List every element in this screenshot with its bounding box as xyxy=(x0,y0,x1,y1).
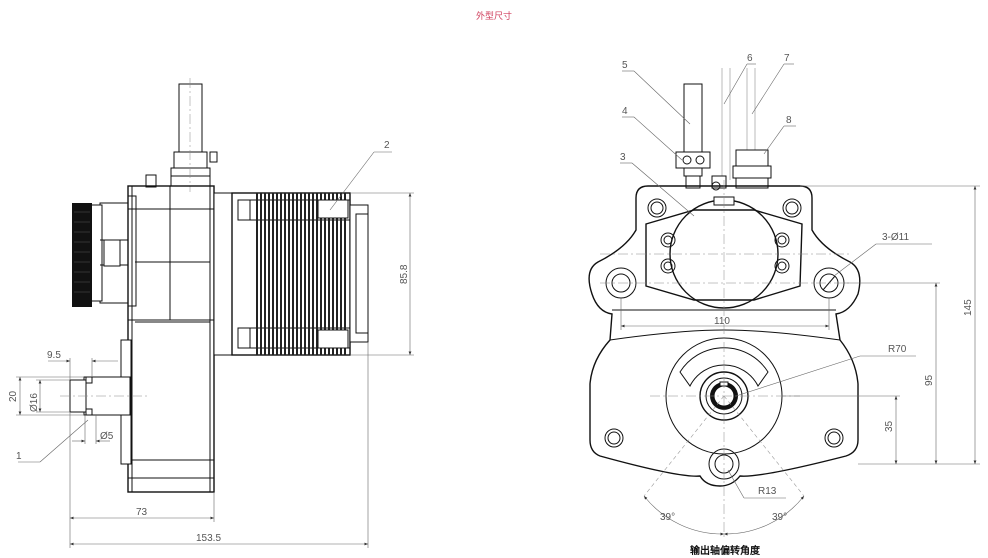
gearbox-housing xyxy=(127,185,215,493)
dim-145: 145 xyxy=(963,299,974,316)
drawing-title: 外型尺寸 xyxy=(475,12,512,22)
motor-plate xyxy=(645,209,803,301)
front-housing xyxy=(588,185,861,487)
callout-6: 6 xyxy=(747,53,753,64)
motor-fins xyxy=(256,193,346,355)
dim-dia5: Ø5 xyxy=(100,431,114,442)
connector-knob xyxy=(72,203,92,307)
angle-right: 39° xyxy=(772,512,787,523)
mount-hole-bottom xyxy=(708,448,740,480)
callout-3: 3 xyxy=(620,152,626,163)
callout-7: 7 xyxy=(784,53,790,64)
callout-1: 1 xyxy=(16,451,22,462)
cable-gland xyxy=(735,149,769,167)
dim-85-8: 85.8 xyxy=(399,264,410,284)
side-view: 9.5 20 Ø16 Ø5 1 73 153.5 85.8 2 xyxy=(8,78,414,548)
dim-20: 20 xyxy=(8,390,19,402)
callout-8: 8 xyxy=(786,115,792,126)
dim-73: 73 xyxy=(136,507,148,518)
dim-dia16: Ø16 xyxy=(29,393,40,412)
dim-110: 110 xyxy=(714,316,730,327)
callout-5: 5 xyxy=(622,60,628,71)
dim-35: 35 xyxy=(884,420,895,432)
callout-4: 4 xyxy=(622,106,628,117)
dim-r70: R70 xyxy=(888,344,907,355)
angle-left: 39° xyxy=(660,512,675,523)
top-shaft xyxy=(178,83,203,153)
callout-2: 2 xyxy=(384,140,390,151)
front-view: 110 145 95 35 R70 R13 3-Ø11 39° 39° xyxy=(588,53,980,540)
dim-r13: R13 xyxy=(758,486,777,497)
caption-output-angle: 输出轴偏转角度 xyxy=(690,546,760,557)
dim-95: 95 xyxy=(924,374,935,386)
dim-9-5: 9.5 xyxy=(47,350,61,361)
dim-3-dia11: 3-Ø11 xyxy=(882,232,909,243)
arc-slot xyxy=(679,347,769,387)
dim-153-5: 153.5 xyxy=(196,533,221,544)
